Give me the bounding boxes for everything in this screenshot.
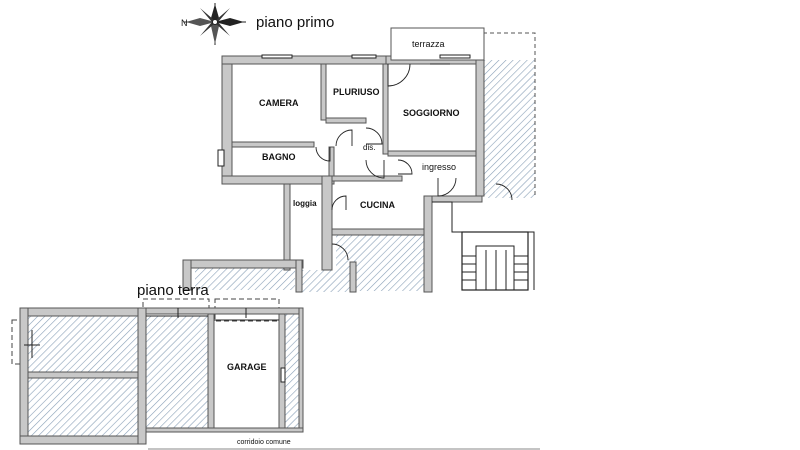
room-label-dis: dis. bbox=[363, 143, 375, 152]
boundary-dashed-upper bbox=[483, 32, 536, 198]
room-label-pluriuso: PLURIUSO bbox=[333, 87, 380, 97]
floor-title-upper: piano primo bbox=[256, 14, 334, 31]
room-label-corridoio: corridoio comune bbox=[237, 439, 291, 446]
staircase bbox=[432, 201, 535, 291]
compass-north-label: N bbox=[181, 18, 188, 28]
walls-upper bbox=[182, 27, 485, 293]
room-label-soggiorno: SOGGIORNO bbox=[403, 108, 460, 118]
room-label-loggia: loggia bbox=[293, 199, 317, 208]
room-label-bagno: BAGNO bbox=[262, 152, 296, 162]
floor-title-ground: piano terra bbox=[137, 282, 209, 299]
window-marks-upper bbox=[217, 54, 471, 167]
hatched-areas-ground bbox=[28, 310, 299, 436]
compass-rose-icon bbox=[184, 3, 246, 45]
room-label-terrazza: terrazza bbox=[412, 39, 445, 49]
room-label-ingresso: ingresso bbox=[422, 162, 456, 172]
door-swings-upper bbox=[315, 63, 513, 261]
room-label-camera: CAMERA bbox=[259, 98, 299, 108]
room-label-garage: GARAGE bbox=[227, 362, 267, 372]
room-label-cucina: CUCINA bbox=[360, 200, 395, 210]
garage-details bbox=[24, 308, 286, 383]
